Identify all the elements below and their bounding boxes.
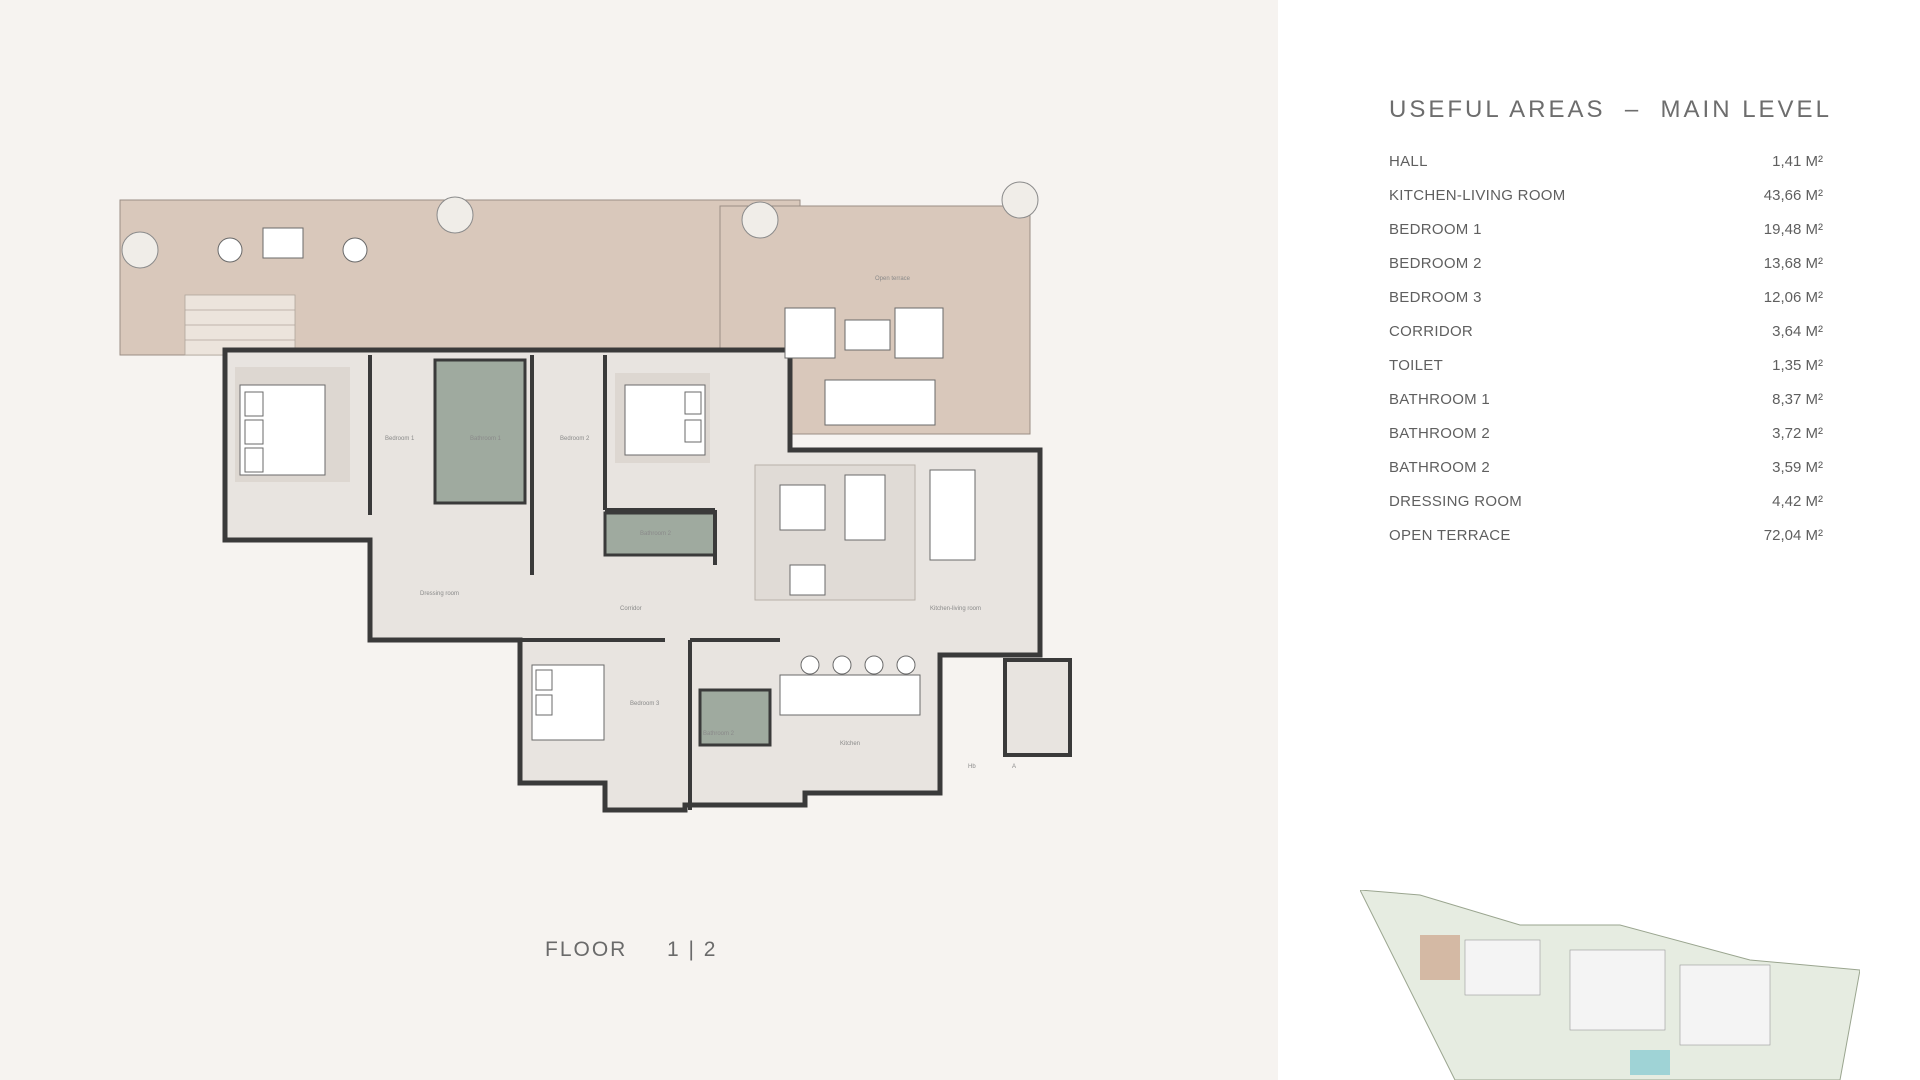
area-name: TOILET xyxy=(1389,357,1444,374)
dining-furniture xyxy=(779,469,976,716)
plan-label-bathroom2: Bathroom 2 xyxy=(640,531,672,537)
area-name: BATHROOM 1 xyxy=(1389,391,1491,408)
area-row: KITCHEN-LIVING ROOM 43,66 M² xyxy=(1389,187,1823,209)
area-row: TOILET 1,35 M² xyxy=(1389,357,1823,379)
area-row: BEDROOM 3 12,06 M² xyxy=(1389,289,1823,311)
plan-label-bedroom2: Bedroom 2 xyxy=(560,436,590,442)
plan-label-living: Kitchen-living room xyxy=(930,606,981,612)
area-name: BATHROOM 2 xyxy=(1389,459,1491,476)
area-value: 3,64 M² xyxy=(1772,323,1823,340)
floor-number: 1 | 2 xyxy=(667,938,718,961)
plan-label-terrace: Open terrace xyxy=(875,276,911,282)
area-value: 3,72 M² xyxy=(1772,425,1823,442)
area-row: BATHROOM 2 3,59 M² xyxy=(1389,459,1823,481)
area-value: 72,04 M² xyxy=(1763,527,1823,544)
plan-label-kitchen: Kitchen xyxy=(840,741,860,747)
area-name: BATHROOM 2 xyxy=(1389,425,1491,442)
area-value: 1,41 M² xyxy=(1772,153,1823,170)
area-value: 8,37 M² xyxy=(1772,391,1823,408)
area-name: BEDROOM 3 xyxy=(1389,289,1482,306)
plan-label-bedroom1: Bedroom 1 xyxy=(385,436,415,442)
area-name: HALL xyxy=(1389,153,1428,170)
area-name: BEDROOM 1 xyxy=(1389,221,1482,238)
area-value: 13,68 M² xyxy=(1763,255,1823,272)
terrace-furniture xyxy=(217,227,944,426)
plan-label-hall: Hb xyxy=(968,764,976,770)
area-name: OPEN TERRACE xyxy=(1389,527,1511,544)
area-name: KITCHEN-LIVING ROOM xyxy=(1389,187,1566,204)
area-name: CORRIDOR xyxy=(1389,323,1474,340)
bed-2 xyxy=(624,384,706,456)
planters xyxy=(121,181,1039,269)
area-value: 3,59 M² xyxy=(1772,459,1823,476)
plan-label-bathroom3: Bathroom 2 xyxy=(703,731,735,737)
area-name: BEDROOM 2 xyxy=(1389,255,1482,272)
floor-label: FLOOR xyxy=(545,938,628,961)
area-value: 12,06 M² xyxy=(1763,289,1823,306)
bathroom-1-floor xyxy=(433,358,527,505)
area-value: 4,42 M² xyxy=(1772,493,1823,510)
area-row: BEDROOM 1 19,48 M² xyxy=(1389,221,1823,243)
area-row: CORRIDOR 3,64 M² xyxy=(1389,323,1823,345)
plan-label-bedroom3: Bedroom 3 xyxy=(630,701,660,707)
area-row: BATHROOM 1 8,37 M² xyxy=(1389,391,1823,413)
bed-3 xyxy=(531,664,605,741)
bathroom-2-floor xyxy=(603,511,717,557)
bathroom-3-floor xyxy=(698,688,772,747)
bed-1 xyxy=(239,384,326,476)
stairs xyxy=(184,294,296,356)
area-row: BATHROOM 2 3,72 M² xyxy=(1389,425,1823,447)
area-value: 19,48 M² xyxy=(1763,221,1823,238)
areas-title: USEFUL AREAS – MAIN LEVEL xyxy=(1389,96,1832,123)
area-row: OPEN TERRACE 72,04 M² xyxy=(1389,527,1823,549)
plan-label-bathroom1: Bathroom 1 xyxy=(470,436,502,442)
plan-label-corridor: Corridor xyxy=(620,606,642,612)
area-value: 1,35 M² xyxy=(1772,357,1823,374)
floor-plan: Bedroom 1 Bathroom 1 Bedroom 2 Bathroom … xyxy=(119,181,1072,813)
site-plan-thumbnail xyxy=(1360,890,1860,1080)
plan-label-dressing: Dressing room xyxy=(420,591,459,597)
area-row: BEDROOM 2 13,68 M² xyxy=(1389,255,1823,277)
area-value: 43,66 M² xyxy=(1763,187,1823,204)
plan-label-entry: A xyxy=(1012,764,1016,770)
area-name: DRESSING ROOM xyxy=(1389,493,1523,510)
area-row: DRESSING ROOM 4,42 M² xyxy=(1389,493,1823,515)
area-row: HALL 1,41 M² xyxy=(1389,153,1823,175)
lift xyxy=(1003,658,1072,757)
